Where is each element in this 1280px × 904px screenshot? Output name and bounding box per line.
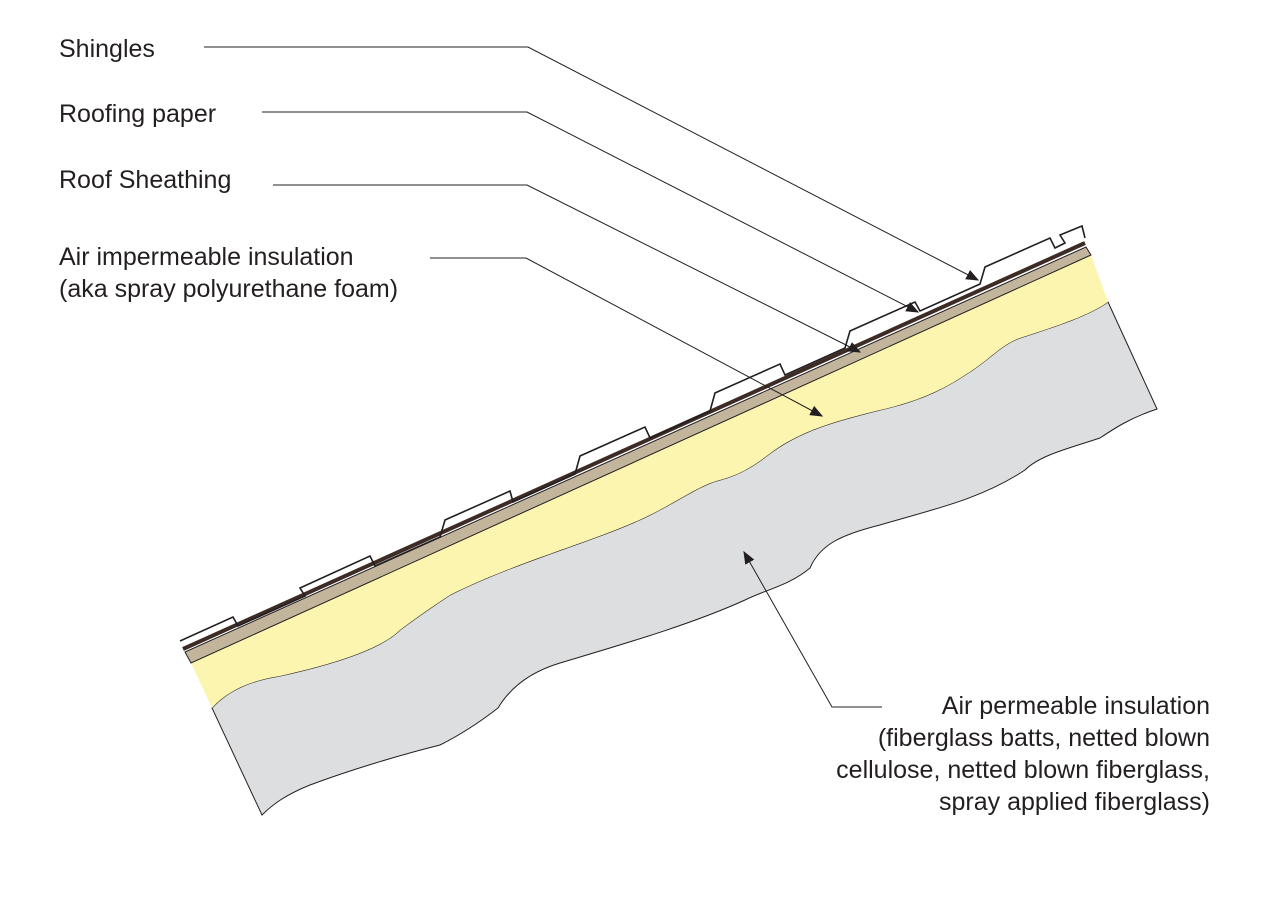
air-permeable-label-line4: spray applied fiberglass) — [939, 788, 1210, 816]
shingles-label-text: Shingles — [59, 35, 155, 63]
roof-sheathing-label-text: Roof Sheathing — [59, 166, 232, 194]
air-permeable-label-line2: (fiberglass batts, netted blown — [877, 724, 1210, 752]
roofing-paper-label-text: Roofing paper — [59, 100, 217, 128]
roof-sheathing-layer — [184, 246, 1092, 664]
shingles-layer — [179, 224, 1086, 642]
spray-foam-insulation-layer — [191, 255, 1108, 708]
air-impermeable-label-line1: Air impermeable insulation — [59, 243, 354, 271]
roof-sheathing-label: Roof Sheathing — [59, 164, 231, 196]
air-permeable-label-line1: Air permeable insulation — [941, 692, 1210, 720]
air-permeable-leader — [743, 550, 882, 708]
shingles-label: Shingles — [59, 33, 155, 65]
air-permeable-insulation-layer — [211, 301, 1158, 816]
air-impermeable-label: Air impermeable insulation (aka spray po… — [59, 241, 398, 305]
air-impermeable-label-line2: (aka spray polyurethane foam) — [59, 275, 399, 303]
air-permeable-label-line3: cellulose, netted blown fiberglass, — [836, 756, 1210, 784]
air-impermeable-leader — [430, 257, 824, 417]
shingles-leader — [204, 46, 980, 281]
roofing-paper-label: Roofing paper — [59, 98, 216, 130]
roofing-paper-layer — [182, 241, 1086, 651]
roof-sheathing-leader — [273, 184, 862, 353]
air-permeable-label: Air permeable insulation (fiberglass bat… — [836, 690, 1210, 818]
roofing-paper-leader — [262, 111, 920, 313]
